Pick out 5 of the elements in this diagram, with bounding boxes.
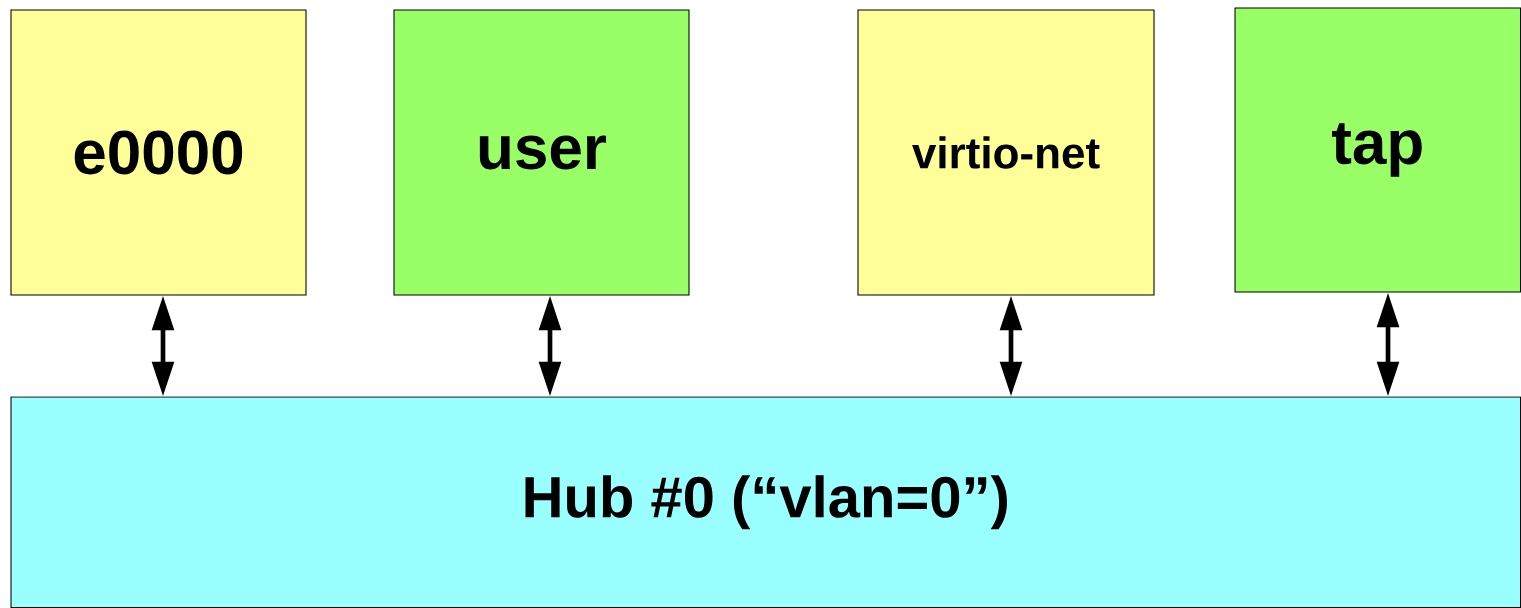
hub-bar: Hub #0 (“vlan=0”) bbox=[10, 396, 1521, 608]
module-box: tap bbox=[1234, 7, 1521, 293]
module-box: virtio-net bbox=[857, 9, 1155, 296]
module-box: user bbox=[393, 9, 690, 296]
module-box: e0000 bbox=[10, 9, 307, 296]
